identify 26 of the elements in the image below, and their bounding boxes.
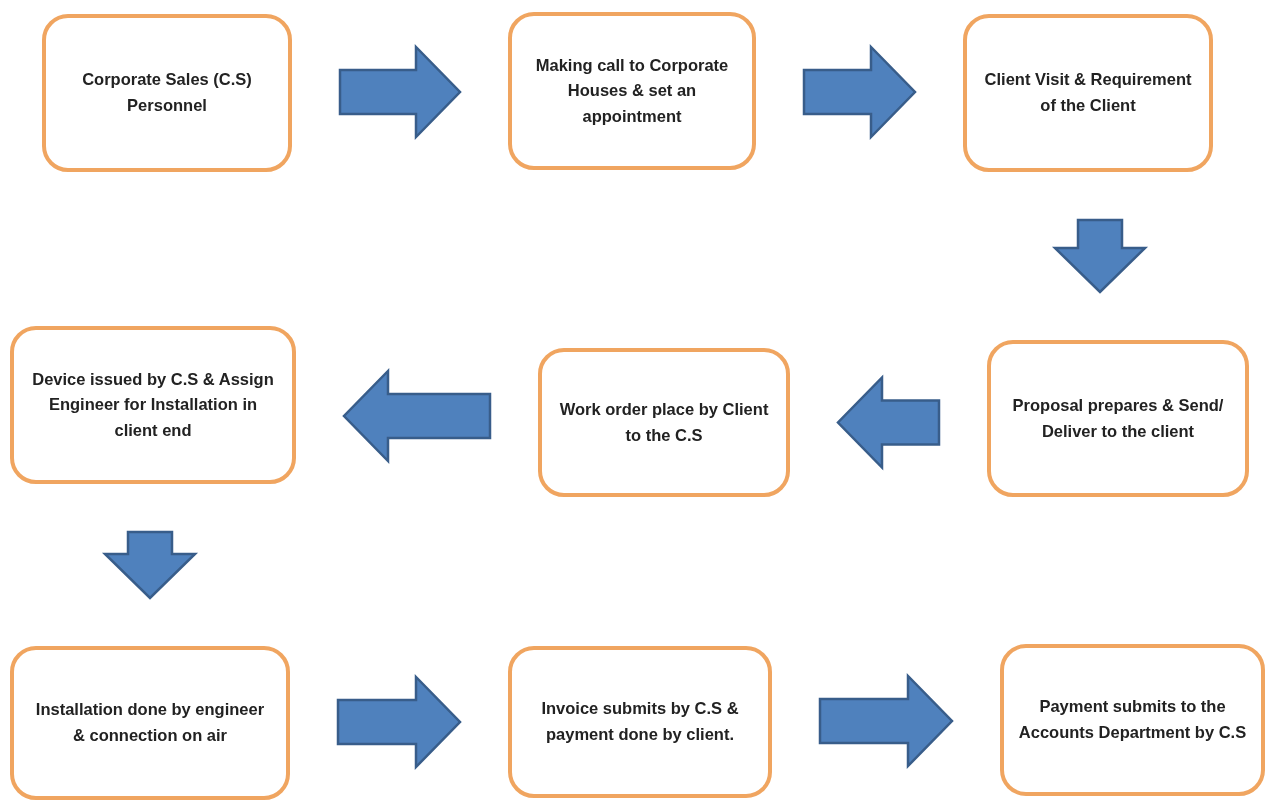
process-box bbox=[10, 326, 296, 484]
process-box bbox=[987, 340, 1249, 497]
process-box bbox=[42, 14, 292, 172]
step-text: Client Visit & Requirement of the Client bbox=[983, 69, 1193, 116]
step-text: Proposal prepares & Send/ Deliver to the client bbox=[1011, 394, 1225, 442]
block-arrow bbox=[342, 367, 492, 465]
block-arrow bbox=[1051, 218, 1149, 294]
process-box bbox=[963, 14, 1213, 172]
step-text: Device issued by C.S & Assign Engineer for Installation in client end bbox=[31, 368, 275, 441]
step-text: Invoice submits by C.S & payment done by client. bbox=[540, 698, 740, 745]
step-text: Payment submits to the Accounts Department by C.S bbox=[1018, 696, 1247, 743]
step-text: Making call to Corporate Houses & set an appointment bbox=[534, 54, 730, 127]
process-box bbox=[538, 348, 790, 497]
block-arrow bbox=[101, 530, 199, 600]
process-box bbox=[508, 12, 756, 170]
step-text: Corporate Sales (C.S) Personnel bbox=[81, 69, 253, 116]
block-arrow bbox=[338, 43, 462, 141]
step-text: Installation done by engineer & connection on air bbox=[34, 699, 266, 746]
block-arrow bbox=[818, 672, 954, 770]
process-box bbox=[508, 646, 772, 798]
step-text: Work order place by Client to the C.S bbox=[558, 398, 770, 446]
block-arrow bbox=[836, 374, 941, 471]
block-arrow bbox=[336, 673, 462, 771]
process-box bbox=[10, 646, 290, 800]
block-arrow bbox=[802, 43, 917, 141]
process-box bbox=[1000, 644, 1265, 796]
